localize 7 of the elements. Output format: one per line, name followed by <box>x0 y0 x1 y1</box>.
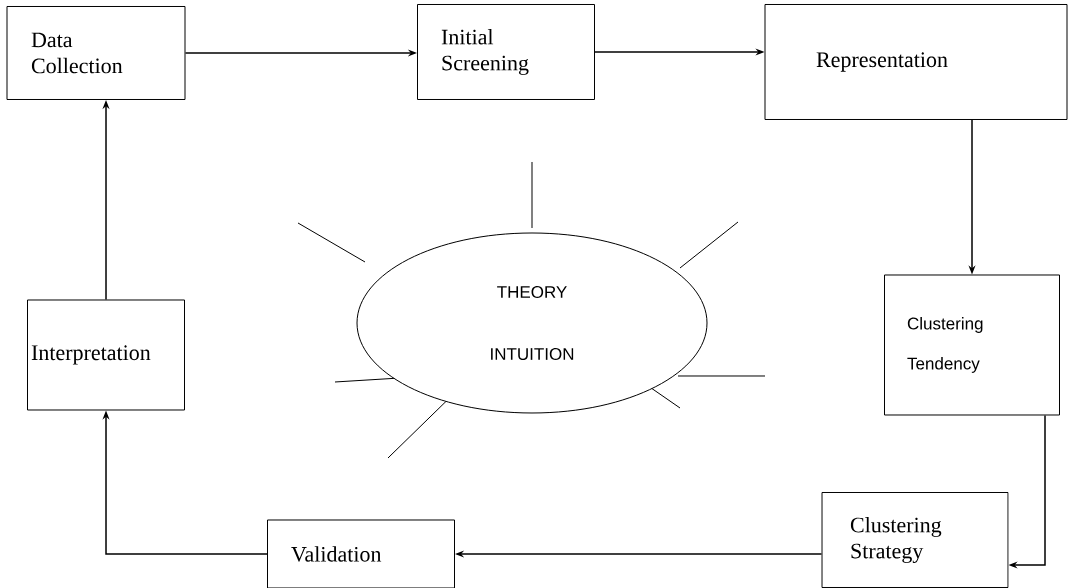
process-box: Clustering Tendency <box>884 274 1060 416</box>
process-box: Validation <box>267 519 455 588</box>
process-box: Initial Screening <box>417 4 595 100</box>
process-box: Interpretation <box>27 299 185 411</box>
process-box: Representation <box>764 4 1068 120</box>
process-box: Clustering Strategy <box>821 492 1009 588</box>
process-box: Data Collection <box>6 6 186 100</box>
